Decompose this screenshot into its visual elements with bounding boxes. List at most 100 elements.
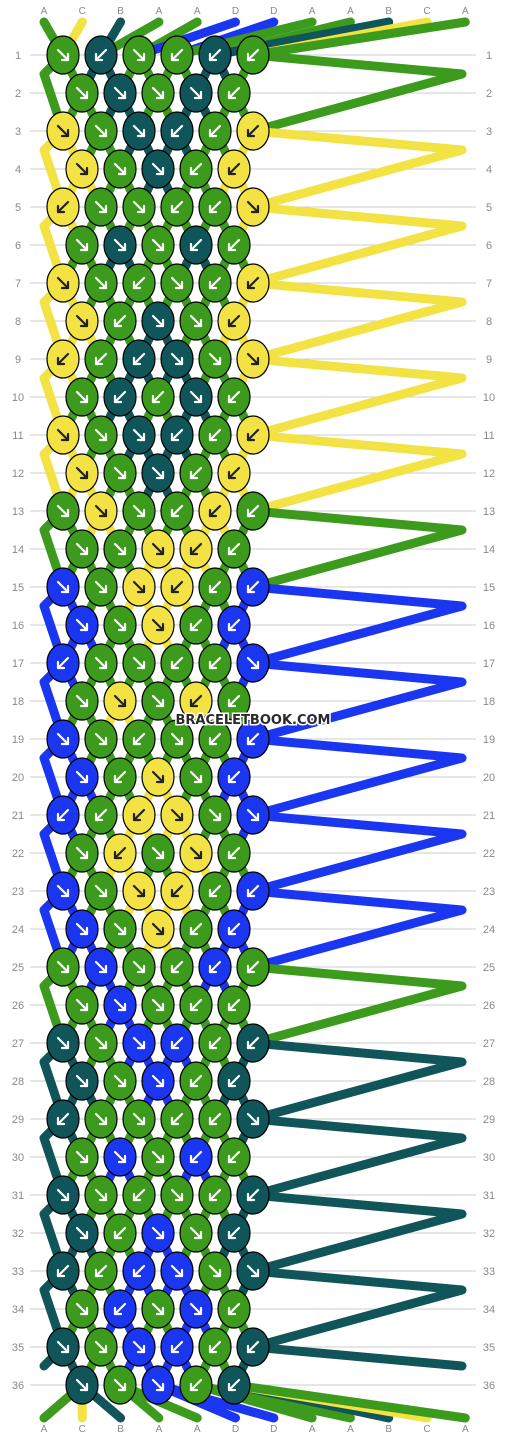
knot-arrowhead-icon xyxy=(208,432,218,442)
knot-arrow-icon xyxy=(75,1150,89,1164)
knot xyxy=(122,871,156,911)
knot-arrow-icon xyxy=(75,390,89,404)
knot-arrow-icon xyxy=(113,314,127,328)
knot xyxy=(84,567,118,607)
knot xyxy=(160,111,194,151)
knot xyxy=(103,757,137,797)
knot-arrow-icon xyxy=(151,1074,165,1088)
knot-arrow-icon xyxy=(151,314,165,328)
knot-arrowhead-icon xyxy=(60,1344,70,1354)
knot-arrowhead-icon xyxy=(98,432,108,442)
knot-arrow-icon xyxy=(151,86,165,100)
knot-arrow-icon xyxy=(170,656,184,670)
knot-arrowhead-icon xyxy=(246,432,256,442)
bottom-strand-label: A xyxy=(347,1424,354,1435)
knot-arrowhead-icon xyxy=(155,622,165,632)
knot-arrowhead-icon xyxy=(155,470,165,480)
knot-arrowhead-icon xyxy=(98,1192,108,1202)
row-number-right: 30 xyxy=(483,1152,495,1164)
knot-arrowhead-icon xyxy=(174,356,184,366)
knot xyxy=(236,1251,270,1291)
knot xyxy=(122,339,156,379)
knot-arrowhead-icon xyxy=(208,964,218,974)
knot xyxy=(103,909,137,949)
knot-arrowhead-icon xyxy=(250,1116,260,1126)
knot-arrowhead-icon xyxy=(227,774,237,784)
knot xyxy=(179,833,213,873)
knot-arrowhead-icon xyxy=(60,280,70,290)
knot-arrow-icon xyxy=(170,124,184,138)
row-number-right: 1 xyxy=(486,50,492,62)
knot-arrowhead-icon xyxy=(170,128,180,138)
knot xyxy=(103,453,137,493)
knot-arrowhead-icon xyxy=(246,508,256,518)
knot xyxy=(198,947,232,987)
knot xyxy=(46,415,80,455)
knot-arrowhead-icon xyxy=(227,318,237,328)
knot-arrow-icon xyxy=(246,124,260,138)
knot xyxy=(198,111,232,151)
top-strand-label: B xyxy=(385,6,392,17)
knot-arrow-icon xyxy=(227,998,241,1012)
knot-arrow-icon xyxy=(94,276,108,290)
knot-arrow-icon xyxy=(132,960,146,974)
knot-arrowhead-icon xyxy=(117,166,127,176)
knot xyxy=(84,263,118,303)
edge-strand-right xyxy=(251,582,467,668)
row-number-left: 33 xyxy=(12,1266,24,1278)
knot xyxy=(160,35,194,75)
knot-arrow-icon xyxy=(151,770,165,784)
knot xyxy=(198,35,232,75)
knot-arrowhead-icon xyxy=(117,1154,127,1164)
row-number-right: 21 xyxy=(483,810,495,822)
edge-strand-right xyxy=(251,1114,467,1200)
knot-arrow-icon xyxy=(94,504,108,518)
row-number-right: 15 xyxy=(483,582,495,594)
knot-arrowhead-icon xyxy=(98,584,108,594)
knot xyxy=(160,1251,194,1291)
knot-arrow-icon xyxy=(75,770,89,784)
knot xyxy=(65,605,99,645)
knot-arrowhead-icon xyxy=(136,204,146,214)
row-number-right: 25 xyxy=(483,962,495,974)
bottom-strand-label: A xyxy=(156,1424,163,1435)
row-number-right: 5 xyxy=(486,202,492,214)
knot xyxy=(46,187,80,227)
knot xyxy=(217,301,251,341)
knot-arrow-icon xyxy=(113,390,127,404)
knot-arrowhead-icon xyxy=(170,964,180,974)
row-number-right: 2 xyxy=(486,88,492,100)
row-number-right: 36 xyxy=(483,1380,495,1392)
knot xyxy=(103,149,137,189)
knot xyxy=(141,377,175,417)
knot-arrow-icon xyxy=(208,808,222,822)
knot-arrowhead-icon xyxy=(208,52,218,62)
knot-arrowhead-icon xyxy=(189,1154,199,1164)
knot xyxy=(65,1289,99,1329)
knot xyxy=(84,795,118,835)
knot xyxy=(198,263,232,303)
knot xyxy=(84,187,118,227)
knot-arrowhead-icon xyxy=(208,1116,218,1126)
top-strand-label: A xyxy=(462,6,469,17)
knot-arrow-icon xyxy=(189,1150,203,1164)
knot-arrow-icon xyxy=(94,352,108,366)
knot-arrow-icon xyxy=(189,1074,203,1088)
row-number-left: 10 xyxy=(12,392,24,404)
row-number-right: 34 xyxy=(483,1304,495,1316)
knot xyxy=(198,795,232,835)
knot-arrow-icon xyxy=(113,1378,127,1392)
knot-arrowhead-icon xyxy=(136,1116,146,1126)
knot-arrowhead-icon xyxy=(155,90,165,100)
knot-arrow-icon xyxy=(56,1188,70,1202)
knot xyxy=(198,1023,232,1063)
knot-arrowhead-icon xyxy=(208,128,218,138)
knot-arrow-icon xyxy=(189,390,203,404)
knot-arrowhead-icon xyxy=(155,1078,165,1088)
knot-arrow-icon xyxy=(75,1226,89,1240)
edge-strand-right xyxy=(251,50,467,136)
edge-strand-right xyxy=(251,278,467,364)
knot-arrow-icon xyxy=(170,428,184,442)
edge-strand-right xyxy=(251,1038,467,1124)
knot xyxy=(84,491,118,531)
